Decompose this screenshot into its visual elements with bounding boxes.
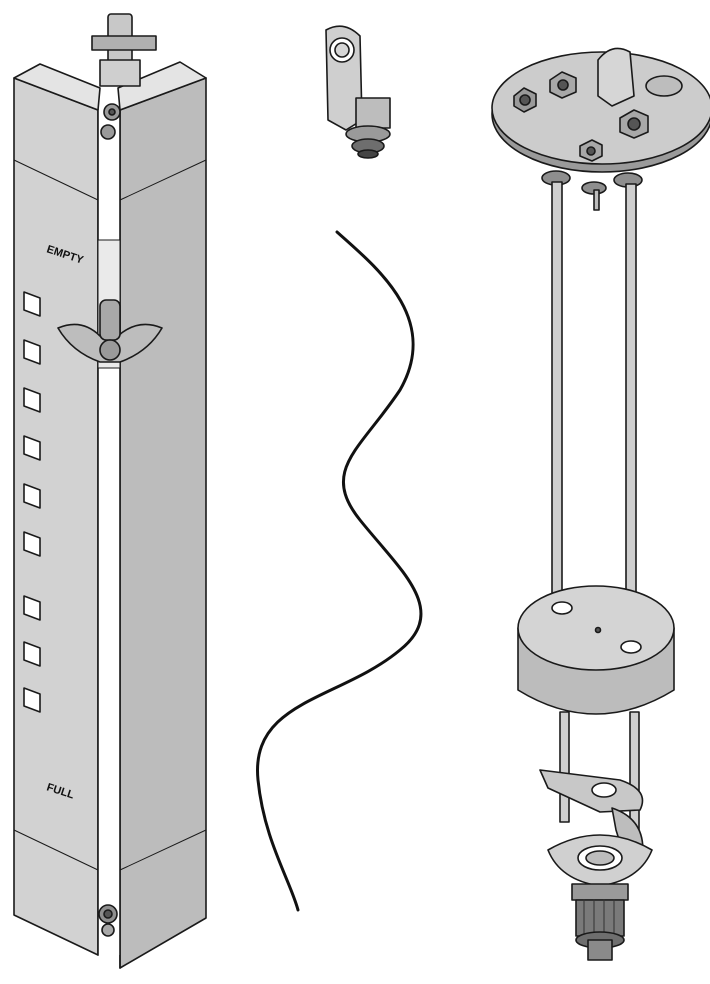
nut-icon [513, 87, 537, 113]
float [517, 585, 675, 715]
gauge-housing [13, 61, 207, 969]
housing-left-face [13, 77, 99, 956]
sender-assembly [491, 47, 710, 195]
housing-top-lip-left [13, 63, 101, 111]
wing-nut-indicator [57, 239, 163, 369]
housing-bottom-bolt [98, 904, 118, 937]
housing-top-lip-right [117, 61, 207, 111]
cable [256, 230, 423, 912]
guide-rods [551, 181, 637, 645]
level-window-marks [23, 291, 41, 713]
housing-slot [98, 110, 120, 955]
rod-right [625, 183, 637, 645]
rod-left [551, 181, 563, 613]
mounting-bracket-part [325, 25, 391, 159]
housing-top-bracket [91, 13, 157, 140]
housing-right-face [119, 77, 207, 969]
bottom-fitting [547, 834, 653, 961]
bottom-bracket [539, 769, 644, 869]
